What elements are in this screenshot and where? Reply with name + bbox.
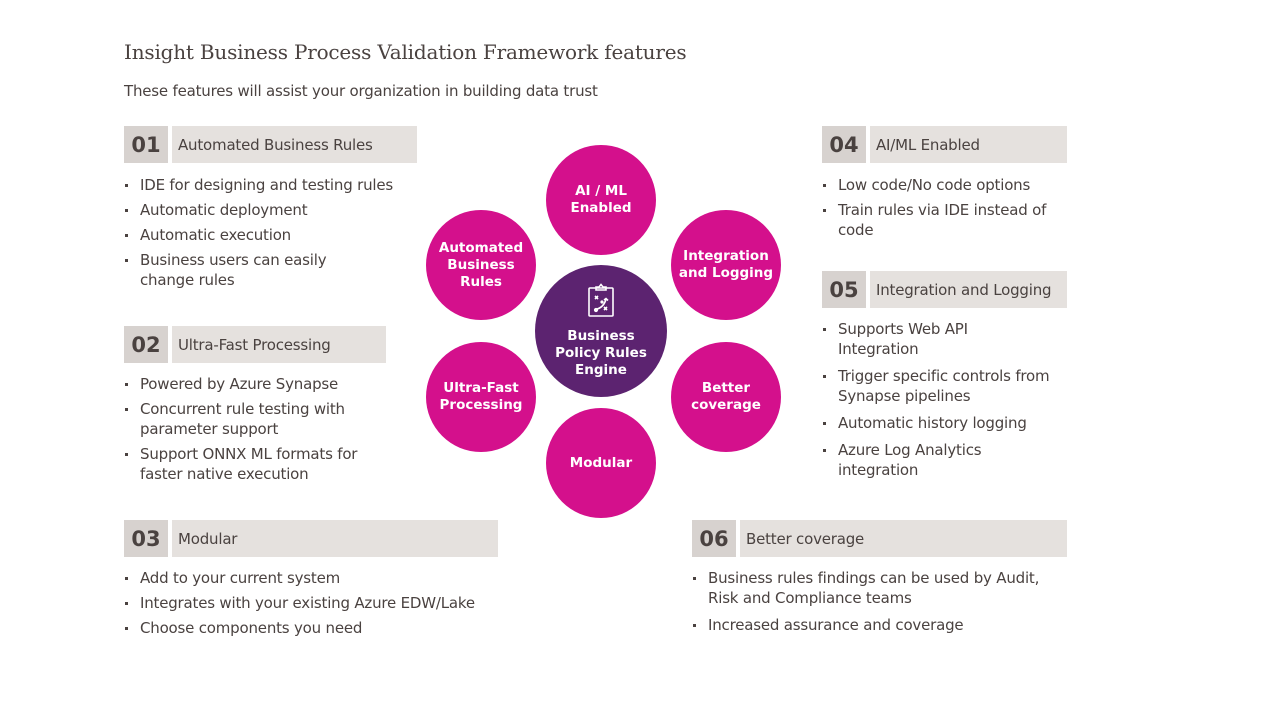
bullet-list: Supports Web API Integration Trigger spe… <box>822 319 1067 480</box>
section-title: Ultra-Fast Processing <box>172 326 386 363</box>
bullet-item: Business rules findings can be used by A… <box>692 568 1063 608</box>
bullet-item: Supports Web API Integration <box>822 319 998 359</box>
section-title: AI/ML Enabled <box>870 126 1067 163</box>
section-header: 01 Automated Business Rules <box>124 126 417 163</box>
bullet-list: Low code/No code options Train rules via… <box>822 175 1052 240</box>
bullet-item: Powered by Azure Synapse <box>124 374 364 394</box>
bullet-item: Choose components you need <box>124 618 504 638</box>
section-header: 02 Ultra-Fast Processing <box>124 326 386 363</box>
section-header: 05 Integration and Logging <box>822 271 1067 308</box>
bullet-item: Increased assurance and coverage <box>692 615 1067 635</box>
section-title: Integration and Logging <box>870 271 1067 308</box>
bullet-list: Business rules findings can be used by A… <box>692 568 1067 635</box>
bullet-item: Low code/No code options <box>822 175 1052 195</box>
section-number: 03 <box>124 520 168 557</box>
section-integration-and-logging: 05 Integration and Logging Supports Web … <box>822 271 1067 487</box>
bullet-item: Train rules via IDE instead of code <box>822 200 1048 240</box>
bullet-item: Trigger specific controls from Synapse p… <box>822 366 1067 406</box>
circle-better-coverage: Better coverage <box>671 342 781 452</box>
circle-automated-business-rules: Automated Business Rules <box>426 210 536 320</box>
bullet-item: Automatic history logging <box>822 413 1067 433</box>
bullet-item: IDE for designing and testing rules <box>124 175 414 195</box>
section-title: Automated Business Rules <box>172 126 417 163</box>
bullet-item: Integrates with your existing Azure EDW/… <box>124 593 504 613</box>
page-title: Insight Business Process Validation Fram… <box>124 40 687 64</box>
section-number: 01 <box>124 126 168 163</box>
section-header: 04 AI/ML Enabled <box>822 126 1067 163</box>
bullet-item: Add to your current system <box>124 568 504 588</box>
bullet-item: Business users can easily change rules <box>124 250 340 290</box>
section-title: Better coverage <box>740 520 1067 557</box>
section-better-coverage: 06 Better coverage Business rules findin… <box>692 520 1067 642</box>
section-number: 04 <box>822 126 866 163</box>
circle-ultra-fast-processing: Ultra-Fast Processing <box>426 342 536 452</box>
center-circle-business-policy-rules-engine: Business Policy Rules Engine <box>535 265 667 397</box>
circle-integration-and-logging: Integration and Logging <box>671 210 781 320</box>
page-subtitle: These features will assist your organiza… <box>124 82 598 100</box>
bullet-list: Powered by Azure Synapse Concurrent rule… <box>124 374 364 484</box>
bullet-list: IDE for designing and testing rules Auto… <box>124 175 414 290</box>
bullet-list: Add to your current system Integrates wi… <box>124 568 504 638</box>
section-title: Modular <box>172 520 498 557</box>
clipboard-strategy-icon <box>587 283 615 322</box>
section-header: 06 Better coverage <box>692 520 1067 557</box>
section-automated-business-rules: 01 Automated Business Rules IDE for desi… <box>124 126 417 295</box>
bullet-item: Automatic deployment <box>124 200 414 220</box>
bullet-item: Azure Log Analytics integration <box>822 440 1008 480</box>
center-label: Business Policy Rules Engine <box>555 328 647 378</box>
bullet-item: Concurrent rule testing with parameter s… <box>124 399 364 439</box>
circle-modular: Modular <box>546 408 656 518</box>
section-number: 05 <box>822 271 866 308</box>
bullet-item: Automatic execution <box>124 225 414 245</box>
section-number: 06 <box>692 520 736 557</box>
bullet-item: Support ONNX ML formats for faster nativ… <box>124 444 365 484</box>
section-modular: 03 Modular Add to your current system In… <box>124 520 498 643</box>
section-header: 03 Modular <box>124 520 498 557</box>
section-ultra-fast-processing: 02 Ultra-Fast Processing Powered by Azur… <box>124 326 386 489</box>
circle-ai-ml-enabled: AI / ML Enabled <box>546 145 656 255</box>
section-ai-ml-enabled: 04 AI/ML Enabled Low code/No code option… <box>822 126 1067 245</box>
section-number: 02 <box>124 326 168 363</box>
